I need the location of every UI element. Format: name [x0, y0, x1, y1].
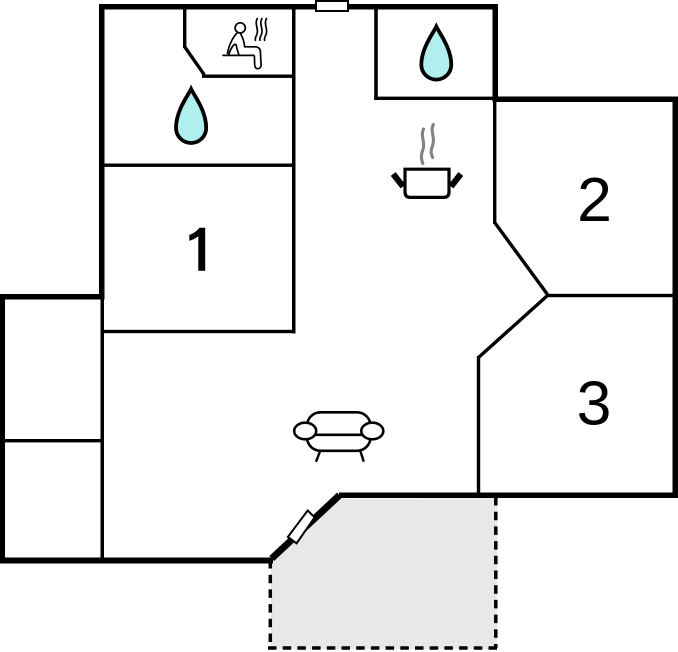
svg-text:3: 3 [577, 369, 612, 439]
svg-text:2: 2 [577, 165, 612, 235]
